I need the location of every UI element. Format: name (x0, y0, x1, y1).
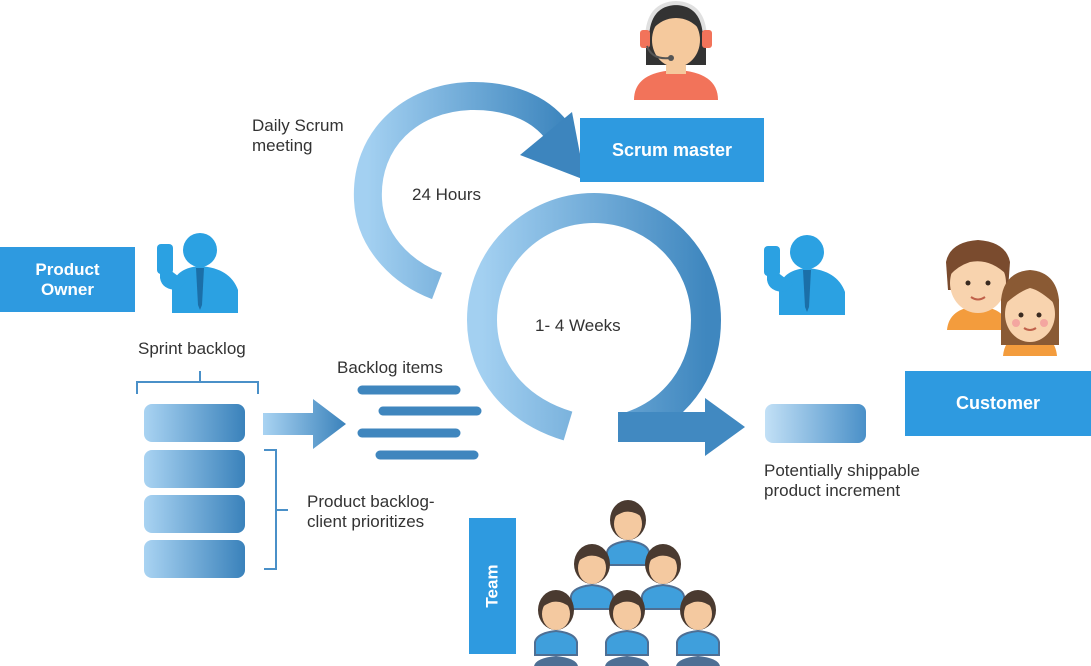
backlog-flow-arrow (263, 399, 346, 449)
scrum-master-box: Scrum master (580, 118, 764, 182)
team-member-icon (534, 590, 578, 656)
daily-scrum-cycle-arrow (353, 81, 585, 300)
team-label: Team (482, 564, 502, 608)
team-member-icon (570, 544, 614, 610)
sprint-backlog-bracket (136, 371, 259, 394)
team-member-icon (534, 656, 578, 666)
product-backlog-label: Product backlog- client prioritizes (307, 492, 435, 531)
team-member-icon (606, 500, 650, 566)
hours-label: 24 Hours (412, 185, 481, 204)
product-owner-icon (157, 233, 238, 313)
sprint-cycle-arrow (466, 192, 745, 456)
team-box: Team (469, 518, 516, 654)
developer-icon (764, 235, 845, 315)
daily-scrum-label: Daily Scrum meeting (252, 116, 344, 155)
backlog-stack (144, 404, 245, 578)
customer-icon (946, 240, 1059, 356)
backlog-block (144, 495, 245, 533)
product-backlog-bracket (264, 449, 288, 570)
weeks-label: 1- 4 Weeks (535, 316, 621, 335)
team-member-icon (605, 656, 649, 666)
backlog-block (144, 450, 245, 488)
backlog-block (144, 404, 245, 442)
backlog-items-label: Backlog items (337, 358, 443, 377)
team-member-icon (676, 656, 720, 666)
backlog-block (144, 540, 245, 578)
team-member-icon (605, 590, 649, 656)
team-member-icon (676, 590, 720, 656)
product-owner-box: Product Owner (0, 247, 135, 312)
sprint-backlog-label: Sprint backlog (138, 339, 246, 358)
increment-label: Potentially shippable product increment (764, 461, 920, 500)
team-member-icon (641, 544, 685, 610)
customer-box: Customer (905, 371, 1091, 436)
scrum-master-icon (634, 0, 718, 100)
team-icon (534, 500, 720, 666)
increment-block (765, 404, 866, 443)
backlog-item-lines (357, 385, 482, 460)
